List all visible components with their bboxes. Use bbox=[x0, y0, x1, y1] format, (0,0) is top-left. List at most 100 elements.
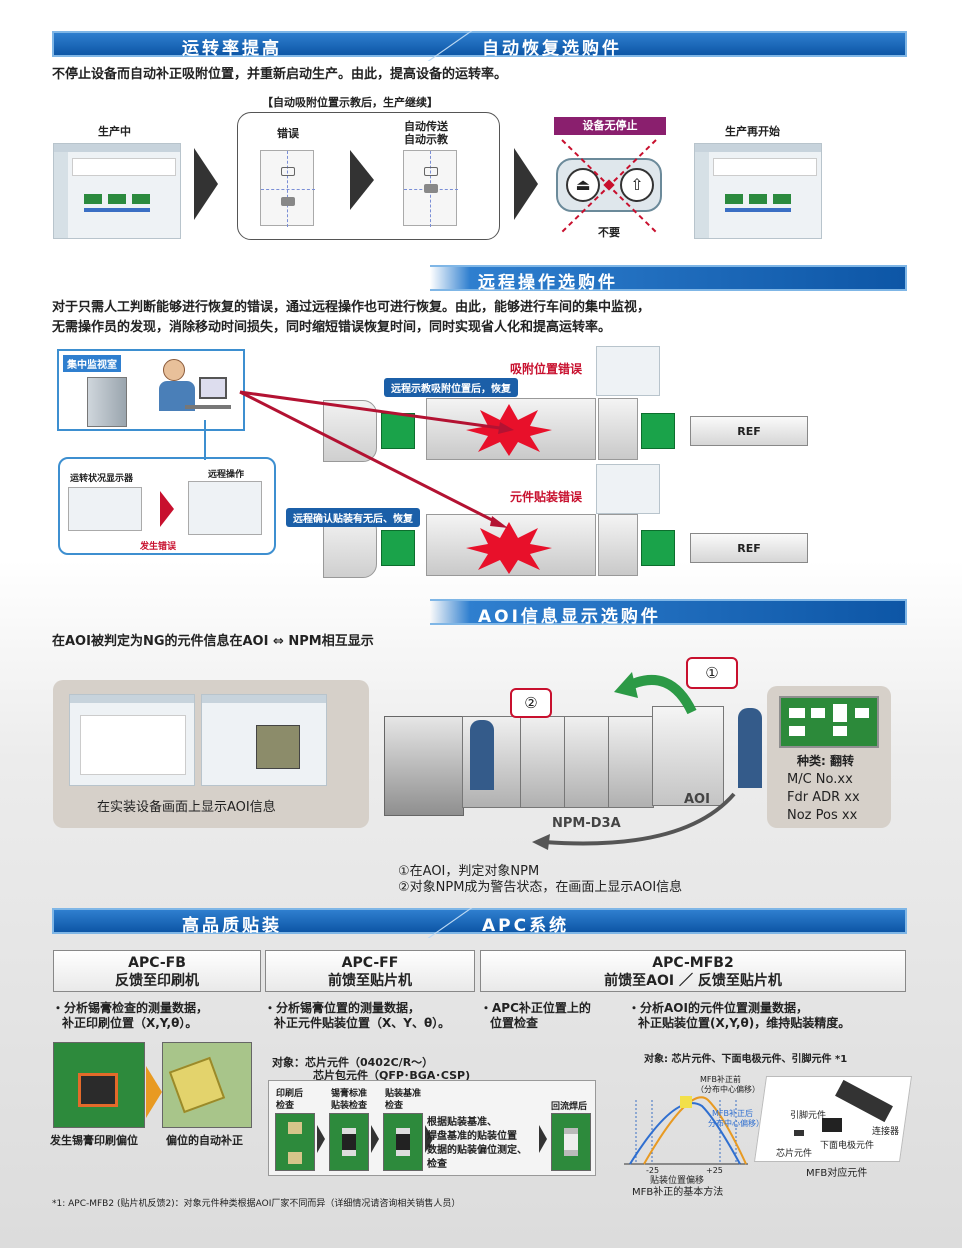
red-arrows bbox=[239, 390, 514, 528]
ff-desc-3: 数据的贴装偏位测定、 bbox=[427, 1145, 527, 1156]
banner-remote-title: 远程操作选购件 bbox=[478, 273, 618, 293]
label-producing: 生产中 bbox=[98, 125, 131, 138]
mfb-distribution-graph bbox=[624, 1096, 748, 1165]
ff-step-2 bbox=[329, 1113, 369, 1171]
banner-aoi-title: AOI信息显示选购件 bbox=[478, 607, 661, 627]
error-burst-icon-2 bbox=[466, 522, 552, 574]
mfb-bullet-b1: ・分析AOI的元件位置测量数据， bbox=[628, 1001, 808, 1015]
ff-h3b: 检查 bbox=[385, 1101, 404, 1111]
mfb-bullet-a2: 位置检查 bbox=[490, 1016, 539, 1030]
aoi-screen-caption: 在实装设备画面上显示AOI信息 bbox=[97, 800, 276, 815]
label-restart: 生产再开始 bbox=[725, 125, 780, 138]
banner-divider bbox=[427, 31, 473, 61]
c-lead: 引脚元件 bbox=[790, 1111, 827, 1121]
chip-icon bbox=[794, 1130, 804, 1136]
ff-desc-4: 检查 bbox=[427, 1159, 447, 1170]
ff-h2b: 贴装检查 bbox=[331, 1101, 368, 1111]
ff-h1b: 检查 bbox=[276, 1101, 295, 1111]
ff-arrow-4 bbox=[539, 1125, 547, 1153]
label-aoi: AOI bbox=[684, 792, 710, 807]
g-left-tick: -25 bbox=[646, 1166, 660, 1175]
banner-remote: 远程操作选购件 bbox=[430, 265, 907, 293]
remote-op-screen bbox=[188, 481, 262, 535]
marker-1: ① bbox=[686, 657, 738, 689]
mfb-object: 对象: 芯片元件、下面电极元件、引脚元件 *1 bbox=[644, 1054, 848, 1065]
error-screen-1 bbox=[596, 346, 660, 396]
ff-step-1 bbox=[275, 1113, 315, 1171]
ff-step-4 bbox=[551, 1113, 591, 1171]
c-conn: 连接器 bbox=[872, 1127, 900, 1137]
ff-desc-2: 焊盘基准的贴装位置 bbox=[427, 1131, 517, 1142]
mfb-bullet-a1: ・APC补正位置上的 bbox=[480, 1001, 591, 1015]
fdr-adr: Fdr ADR xx bbox=[787, 790, 860, 805]
reflow-1: REF bbox=[690, 416, 808, 446]
c-caption: MFB对应元件 bbox=[806, 1168, 868, 1179]
g-after: MFB补正后 bbox=[712, 1109, 753, 1118]
apc-ff-sub: 前馈至贴片机 bbox=[328, 973, 412, 989]
arrow-right-icon bbox=[194, 148, 218, 220]
ff-h4: 回流焊后 bbox=[551, 1102, 588, 1112]
kind-label: 种类: 翻转 bbox=[797, 754, 854, 768]
label-not-needed: 不要 bbox=[598, 226, 620, 239]
apc-fb-sub: 反馈至印刷机 bbox=[115, 973, 199, 989]
operator-icon bbox=[155, 359, 235, 425]
fb-caption-2: 偏位的自动补正 bbox=[166, 1134, 243, 1147]
conveyor-2a bbox=[381, 530, 415, 566]
operator-npm-icon bbox=[470, 720, 494, 790]
s2-desc-line1: 对于只需人工判断能够进行恢复的错误，通过远程操作也可进行恢复。由此，能够进行车间… bbox=[52, 300, 651, 315]
paste-offset-image bbox=[53, 1042, 145, 1128]
conveyor-1a bbox=[381, 413, 415, 449]
ff-step-3 bbox=[383, 1113, 423, 1171]
aoi-screen-right bbox=[201, 694, 327, 786]
conveyor-1b bbox=[641, 413, 675, 449]
gray-return-arrow-icon bbox=[532, 792, 736, 850]
ff-h3: 贴装基准 bbox=[385, 1089, 422, 1099]
nozzle-diagram-error bbox=[260, 150, 315, 227]
bottom-electrode-icon bbox=[822, 1118, 842, 1132]
g-before2: （分布中心偏移） bbox=[696, 1085, 760, 1094]
ff-object-1: 对象：芯片元件（0402C/R～） bbox=[272, 1056, 434, 1069]
banner-quality-right: APC系统 bbox=[482, 916, 570, 936]
footnote: *1: APC-MFB2 (贴片机反馈2)：对象元件种类根据AOI厂家不同而异（… bbox=[52, 1199, 461, 1209]
npm-line-1-end bbox=[598, 398, 638, 460]
apc-ff-title: APC-FF bbox=[341, 955, 399, 971]
error-mount-label: 元件贴装错误 bbox=[510, 490, 583, 504]
banner-quality-left: 高品质贴装 bbox=[182, 916, 282, 936]
green-curved-arrow-icon bbox=[614, 672, 697, 715]
server-icon bbox=[87, 377, 127, 427]
conveyor-2b bbox=[641, 530, 675, 566]
no-stop-badge: 设备无停止 bbox=[554, 117, 666, 135]
g-before: MFB补正前 bbox=[700, 1075, 741, 1084]
fb-bullet-2: 补正印刷位置（X,Y,θ）。 bbox=[62, 1016, 198, 1030]
mfb-bullet-b2: 补正贴装位置(X,Y,θ)，维持贴装精度。 bbox=[638, 1016, 851, 1030]
remote-confirm-tag: 远程确认贴装有无后、恢复 bbox=[286, 508, 420, 527]
remote-teach-tag: 远程示教吸附位置后，恢复 bbox=[384, 378, 518, 397]
banner-right-title: 自动恢复选购件 bbox=[482, 39, 622, 59]
pcb-icon bbox=[779, 696, 879, 748]
control-buttons: ⏏ ⇧ bbox=[556, 158, 662, 212]
fb-caption-1: 发生锡膏印刷偏位 bbox=[50, 1134, 138, 1147]
apc-mfb-sub: 前馈至AOI ／ 反馈至贴片机 bbox=[604, 973, 782, 989]
s2-desc-line2: 无需操作员的发现，消除移动时间损失，同时缩短错误恢复时间，同时实现省人化和提高运… bbox=[52, 320, 612, 335]
stop-button-icon: ⏏ bbox=[566, 168, 600, 202]
ff-bullet-1: ・分析锡膏位置的测量数据， bbox=[264, 1001, 421, 1015]
npm-line-2-end bbox=[598, 514, 638, 576]
apc-fb-header: APC-FB 反馈至印刷机 bbox=[53, 950, 261, 992]
apc-fb-title: APC-FB bbox=[128, 955, 186, 971]
error-screen-2 bbox=[596, 464, 660, 514]
reflow-2: REF bbox=[690, 533, 808, 563]
monitor-room-label: 集中监视室 bbox=[63, 355, 121, 372]
g-xlabel: 贴装位置偏移 bbox=[650, 1176, 705, 1186]
label-auto-transfer: 自动传送 bbox=[404, 120, 448, 133]
aoi-info-panel: 种类: 翻转 M/C No.xx Fdr ADR xx Noz Pos xx bbox=[767, 686, 891, 828]
s3-description: 在AOI被判定为NG的元件信息在AOI ⇔ NPM相互显示 bbox=[52, 634, 374, 649]
arrow-right-red-icon bbox=[160, 491, 174, 527]
s1-description: 不停止设备而自动补正吸附位置，并重新启动生产。由此，提高设备的运转率。 bbox=[52, 67, 508, 82]
connector-line bbox=[204, 420, 206, 460]
remote-op-box: 运转状况显示器 远程操作 发生错误 bbox=[58, 457, 276, 555]
ff-object-2: 芯片包元件（QFP･BGA･CSP) bbox=[313, 1069, 471, 1082]
marker-2: ② bbox=[510, 688, 552, 718]
error-occur-label: 发生错误 bbox=[140, 542, 177, 552]
ff-process-box: 印刷后 检查 锡膏标准 贴装检查 贴装基准 检查 回流焊后 根据贴装基准、 焊盘… bbox=[268, 1080, 596, 1176]
error-pickup-label: 吸附位置错误 bbox=[510, 362, 583, 376]
